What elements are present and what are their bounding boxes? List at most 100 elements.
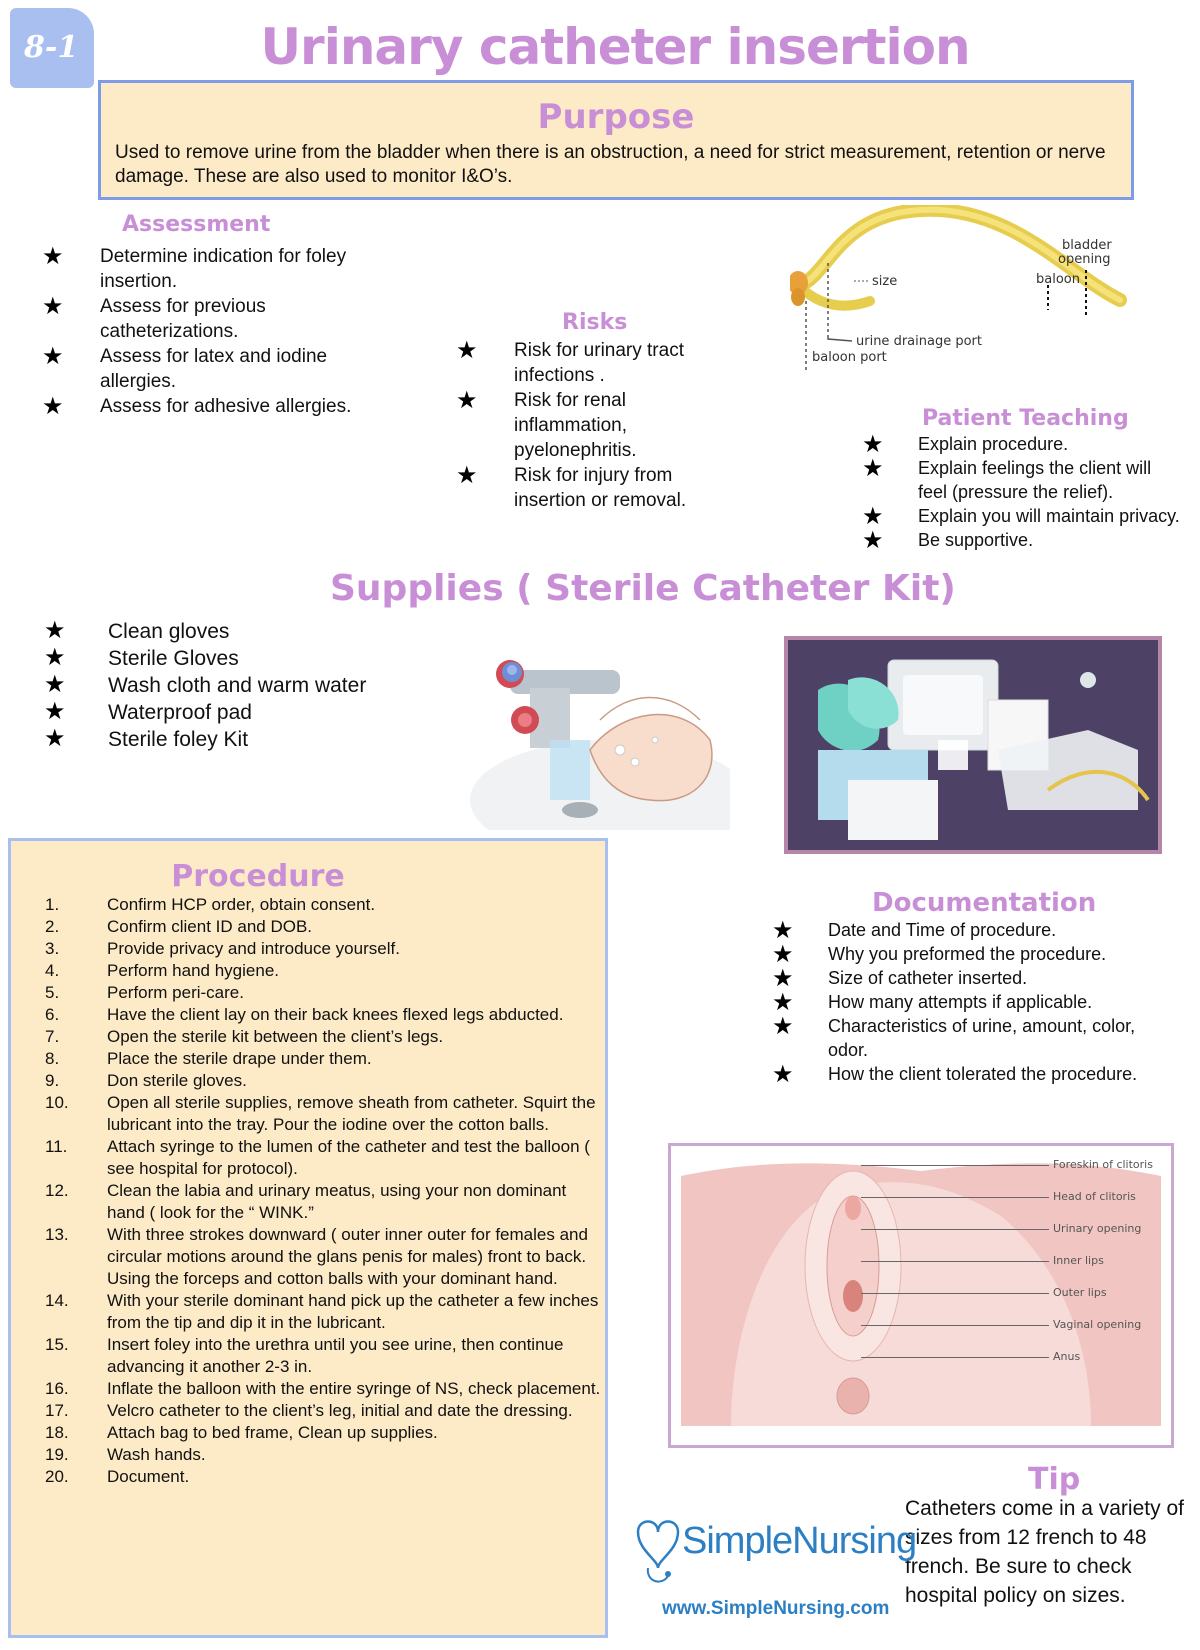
step-text: Document.: [107, 1467, 190, 1486]
star-icon: ★: [862, 503, 884, 530]
step-number: 10.: [45, 1093, 69, 1112]
risk-item: ★Risk for injury from insertion or remov…: [456, 463, 718, 513]
step-text: Insert foley into the urethra until you …: [107, 1335, 564, 1376]
teaching-item: ★Be supportive.: [862, 527, 1180, 554]
step-text: Confirm HCP order, obtain consent.: [107, 895, 376, 914]
documentation-text: Size of catheter inserted.: [828, 968, 1028, 988]
procedure-step: 5.Perform peri-care.: [37, 982, 607, 1004]
step-number: 17.: [45, 1401, 69, 1420]
documentation-item: ★ Size of catheter inserted.: [772, 965, 1172, 992]
procedure-step: 3.Provide privacy and introduce yourself…: [37, 938, 607, 960]
documentation-item: ★Date and Time of procedure.: [772, 917, 1172, 944]
anatomy-leader-line: [861, 1197, 1049, 1198]
simplenursing-logo-icon: [636, 1520, 680, 1583]
anatomy-leader-line: [861, 1229, 1049, 1230]
step-text: Have the client lay on their back knees …: [107, 1005, 564, 1024]
step-number: 4.: [45, 961, 60, 980]
procedure-step: 19. Wash hands.: [37, 1444, 607, 1466]
supply-item: ★Sterile Gloves: [44, 645, 424, 672]
procedure-heading: Procedure: [171, 859, 345, 894]
step-number: 1.: [45, 895, 60, 914]
star-icon: ★: [772, 965, 794, 992]
supply-text: Clean gloves: [108, 620, 230, 643]
assessment-item: ★Assess for previous catheterizations.: [42, 294, 372, 344]
assessment-item: ★ Assess for adhesive allergies.: [42, 394, 372, 419]
step-text: Clean the labia and urinary meatus, usin…: [107, 1181, 567, 1222]
procedure-step: 4.Perform hand hygiene.: [37, 960, 607, 982]
documentation-item: ★ Why you preformed the procedure.: [772, 941, 1172, 968]
label-baloon-port: baloon port: [812, 350, 887, 365]
step-text: Open all sterile supplies, remove sheath…: [107, 1093, 596, 1134]
patient-teaching-list: ★Explain procedure.★Explain feelings the…: [862, 432, 1180, 554]
teaching-text: Explain you will maintain privacy.: [918, 506, 1180, 526]
step-number: 15.: [45, 1335, 69, 1354]
step-number: 5.: [45, 983, 60, 1002]
page-number-tab: 8-1: [10, 8, 94, 88]
supply-item: ★ Clean gloves: [44, 618, 424, 645]
brand-url: www.SimpleNursing.com: [662, 1598, 890, 1619]
step-number: 13.: [45, 1225, 69, 1244]
anatomy-label: Inner lips: [1053, 1254, 1104, 1267]
documentation-text: How the client tolerated the procedure.: [828, 1064, 1138, 1084]
star-icon: ★: [42, 343, 64, 370]
star-icon: ★: [44, 617, 66, 644]
risks-list: ★ Risk for urinary tract infections . ★Ris…: [456, 338, 718, 513]
star-icon: ★: [772, 917, 794, 944]
procedure-step: 20. Document.: [37, 1466, 607, 1488]
patient-teaching-heading: Patient Teaching: [922, 406, 1129, 431]
supplies-list: ★Clean gloves★Sterile Gloves★Wash cloth …: [44, 618, 424, 753]
assessment-item: ★ Determine indication for foley insertio…: [42, 244, 372, 294]
documentation-heading: Documentation: [872, 888, 1097, 918]
anatomy-label: Anus: [1053, 1350, 1081, 1363]
star-icon: ★: [456, 387, 478, 414]
supply-item: ★Waterproof pad: [44, 699, 424, 726]
supply-text: Sterile foley Kit: [108, 728, 249, 751]
star-icon: ★: [42, 243, 64, 270]
step-number: 3.: [45, 939, 60, 958]
teaching-item: ★ Explain you will maintain privacy.: [862, 503, 1180, 530]
star-icon: ★: [772, 1061, 794, 1088]
anatomy-leader-line: [861, 1261, 1049, 1262]
risks-heading: Risks: [562, 310, 628, 335]
risk-text: Risk for urinary tract infections .: [514, 340, 684, 386]
star-icon: ★: [862, 455, 884, 482]
teaching-item: ★Explain procedure.: [862, 432, 1180, 457]
star-icon: ★: [42, 393, 64, 420]
supply-text: Sterile Gloves: [108, 647, 239, 670]
step-text: With your sterile dominant hand pick up …: [107, 1291, 599, 1332]
teaching-item: ★Explain feelings the client will feel (…: [862, 456, 1180, 504]
purpose-text: Used to remove urine from the bladder wh…: [115, 142, 1106, 187]
anatomy-leader-line: [861, 1357, 1049, 1358]
step-number: 8.: [45, 1049, 60, 1068]
star-icon: ★: [42, 293, 64, 320]
assessment-text: Assess for adhesive allergies.: [100, 396, 352, 417]
step-number: 14.: [45, 1291, 69, 1310]
step-text: Confirm client ID and DOB.: [107, 917, 313, 936]
teaching-text: Explain procedure.: [918, 434, 1069, 454]
step-text: Place the sterile drape under them.: [107, 1049, 372, 1068]
step-text: Velcro catheter to the client’s leg, ini…: [107, 1401, 573, 1420]
assessment-heading: Assessment: [122, 212, 271, 237]
star-icon: ★: [772, 1013, 794, 1040]
procedure-step: 7.Open the sterile kit between the clien…: [37, 1026, 607, 1048]
procedure-step: 14. With your sterile dominant hand pick …: [37, 1290, 607, 1334]
documentation-item: ★ How the client tolerated the procedure.: [772, 1061, 1172, 1088]
step-text: Wash hands.: [107, 1445, 206, 1464]
anatomy-label: Urinary opening: [1053, 1222, 1142, 1235]
star-icon: ★: [772, 941, 794, 968]
hand-washing-illustration: [470, 660, 730, 830]
assessment-text: Determine indication for foley insertion…: [100, 246, 347, 292]
procedure-step: 12.Clean the labia and urinary meatus, u…: [37, 1180, 607, 1224]
assessment-list: ★ Determine indication for foley insertio…: [42, 244, 372, 419]
documentation-text: Why you preformed the procedure.: [828, 944, 1107, 964]
purpose-panel: Purpose Used to remove urine from the bl…: [98, 80, 1134, 200]
tip-heading: Tip: [1028, 1462, 1081, 1497]
procedure-step: 17. Velcro catheter to the client’s leg, …: [37, 1400, 607, 1422]
step-number: 20.: [45, 1467, 69, 1486]
procedure-step: 8. Place the sterile drape under them.: [37, 1048, 607, 1070]
anatomy-leader-line: [861, 1293, 1049, 1294]
star-icon: ★: [862, 527, 884, 554]
step-number: 19.: [45, 1445, 69, 1464]
star-icon: ★: [44, 671, 66, 698]
